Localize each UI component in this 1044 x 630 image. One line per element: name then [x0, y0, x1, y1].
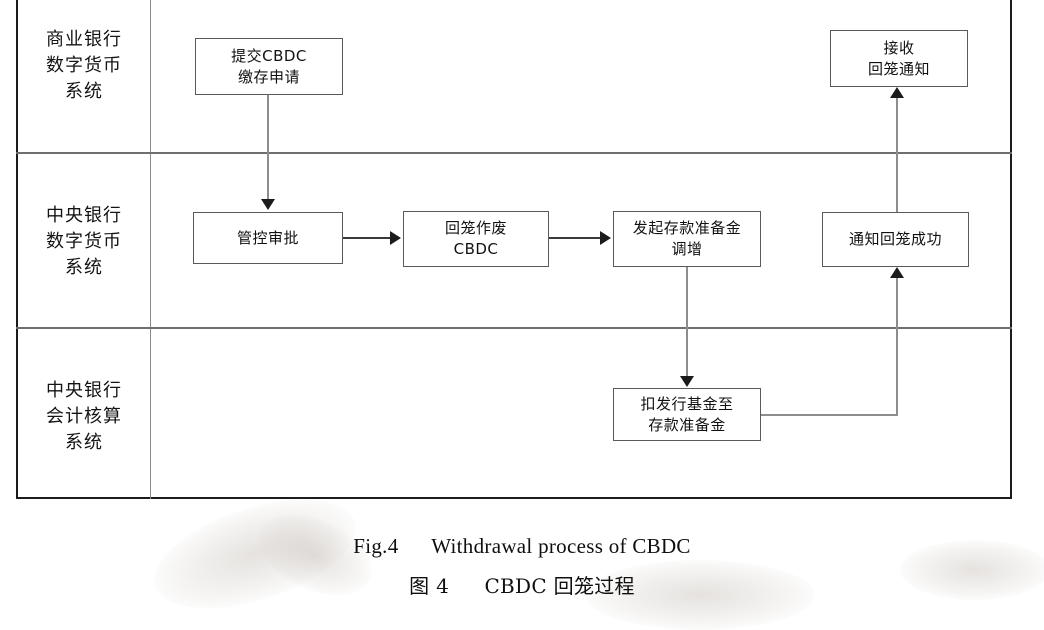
node-label-line: 回笼通知 — [867, 59, 930, 78]
lane-divider-1 — [16, 152, 1012, 154]
node-label-line: 管控审批 — [236, 228, 299, 247]
lane-label-commercial-bank-cbdc-system: 商业银行 数字货币 系统 — [18, 27, 150, 105]
connector-deduct-to-notify-horizontal — [761, 414, 898, 416]
node-deduct-issuance-fund-to-reserve[interactable]: 扣发行基金至 存款准备金 — [613, 388, 761, 441]
node-label-line: 存款准备金 — [648, 415, 726, 434]
node-label-line: 缴存申请 — [237, 67, 300, 86]
lane-label-central-bank-cbdc-system: 中央银行 数字货币 系统 — [18, 203, 150, 281]
lane-label-line: 数字货币 — [46, 55, 122, 76]
node-initiate-reserve-increase[interactable]: 发起存款准备金 调增 — [613, 211, 761, 267]
figure-caption-english: Fig.4 Withdrawal process of CBDC — [0, 534, 1044, 559]
arrowhead-deduct-to-notify — [890, 267, 904, 278]
node-label-line: 发起存款准备金 — [632, 219, 742, 237]
arrowhead-void-to-initiate — [600, 231, 611, 245]
arrowhead-notify-to-receive — [890, 87, 904, 98]
lane-label-line: 系统 — [65, 257, 103, 278]
connector-initiate-to-deduct — [686, 267, 688, 377]
connector-approval-to-void — [343, 237, 391, 239]
node-submit-cbdc-deposit-application[interactable]: 提交CBDC 缴存申请 — [195, 38, 343, 95]
figure-caption-english-text: Withdrawal process of CBDC — [431, 534, 691, 558]
node-label-line: 扣发行基金至 — [640, 394, 734, 413]
node-receive-withdrawal-notice[interactable]: 接收 回笼通知 — [830, 30, 968, 87]
lane-label-line: 数字货币 — [46, 231, 122, 252]
lane-label-line: 中央银行 — [46, 205, 122, 226]
connector-submit-to-approval — [267, 95, 269, 201]
connector-deduct-to-notify-vertical — [896, 278, 898, 415]
figure-caption-chinese: 图 4 CBDC 回笼过程 — [0, 570, 1044, 599]
lane-label-line: 商业银行 — [46, 29, 122, 50]
node-void-cbdc[interactable]: 回笼作废 CBDC — [403, 211, 549, 267]
node-label-line: 调增 — [671, 240, 703, 258]
lane-label-line: 系统 — [65, 432, 103, 453]
figure-caption-chinese-text: CBDC 回笼过程 — [484, 574, 635, 598]
figure-caption-chinese-label: 图 4 — [409, 574, 450, 598]
node-label-line: CBDC — [453, 240, 499, 258]
arrowhead-initiate-to-deduct — [680, 376, 694, 387]
node-label-line: 通知回笼成功 — [848, 230, 942, 248]
connector-void-to-initiate — [549, 237, 601, 239]
lane-label-central-bank-accounting-system: 中央银行 会计核算 系统 — [18, 378, 150, 456]
figure-caption-english-label: Fig.4 — [353, 534, 399, 558]
lane-label-line: 会计核算 — [46, 406, 122, 427]
arrowhead-approval-to-void — [390, 231, 401, 245]
node-label-line: 接收 — [883, 38, 915, 57]
lane-label-line: 中央银行 — [46, 380, 122, 401]
arrowhead-submit-to-approval — [261, 199, 275, 210]
connector-notify-to-receive — [896, 98, 898, 212]
lane-label-line: 系统 — [65, 81, 103, 102]
node-label-line: 回笼作废 — [444, 219, 507, 237]
lane-divider-2 — [16, 327, 1012, 329]
node-notify-withdrawal-success[interactable]: 通知回笼成功 — [822, 212, 969, 267]
lane-label-column-divider — [150, 0, 151, 499]
node-control-approval[interactable]: 管控审批 — [193, 212, 343, 264]
node-label-line: 提交CBDC — [231, 46, 307, 65]
